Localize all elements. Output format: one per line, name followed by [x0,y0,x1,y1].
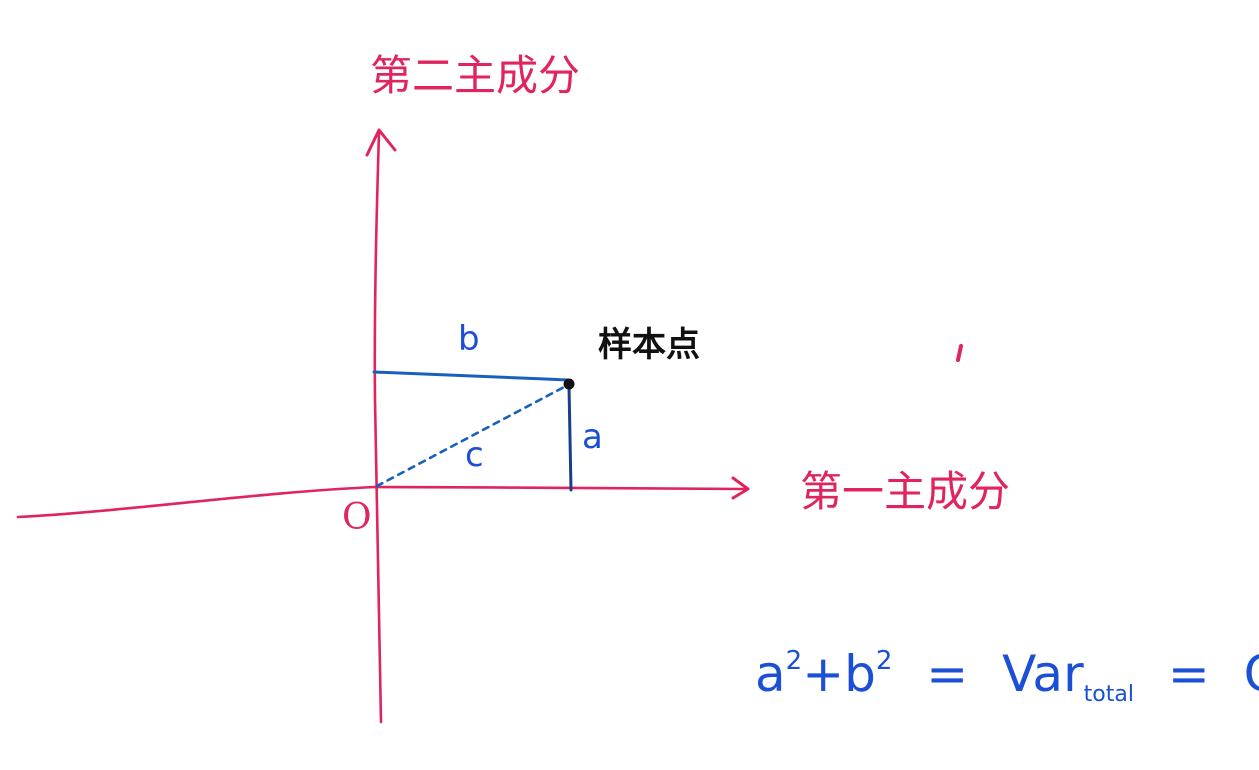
formula-equals-2: = [1167,645,1210,703]
leg-a-line [567,384,573,492]
formula-a-exponent: 2 [785,646,803,676]
leg-b-label: b [458,319,480,359]
y-axis-label: 第二主成分 [370,51,581,100]
leg-b-line [372,370,570,382]
formula-plus: + [802,645,845,703]
formula-equals-1: = [926,645,969,703]
sample-point [563,378,575,390]
sample-point-label: 样本点 [598,325,700,365]
pythagorean-formula: a2+b2 = Vartotal = C2 [755,648,1259,706]
formula-b-exponent: 2 [875,646,893,676]
stray-mark [956,344,963,362]
leg-a-label: a [582,417,603,457]
y-axis-line [373,130,383,724]
x-axis-label: 第一主成分 [800,467,1011,516]
y-axis-arrowhead [365,128,397,157]
formula-c: C [1244,645,1259,703]
formula-var-subscript: total [1083,682,1134,707]
hypotenuse-c-line [375,384,568,488]
hypotenuse-c-label: c [465,435,484,475]
formula-var: Var [1002,645,1084,703]
formula-a: a [755,645,786,703]
x-axis-arrowhead [731,476,750,500]
x-axis-line [16,485,747,519]
origin-label: O [342,497,372,538]
formula-b: b [844,645,876,703]
